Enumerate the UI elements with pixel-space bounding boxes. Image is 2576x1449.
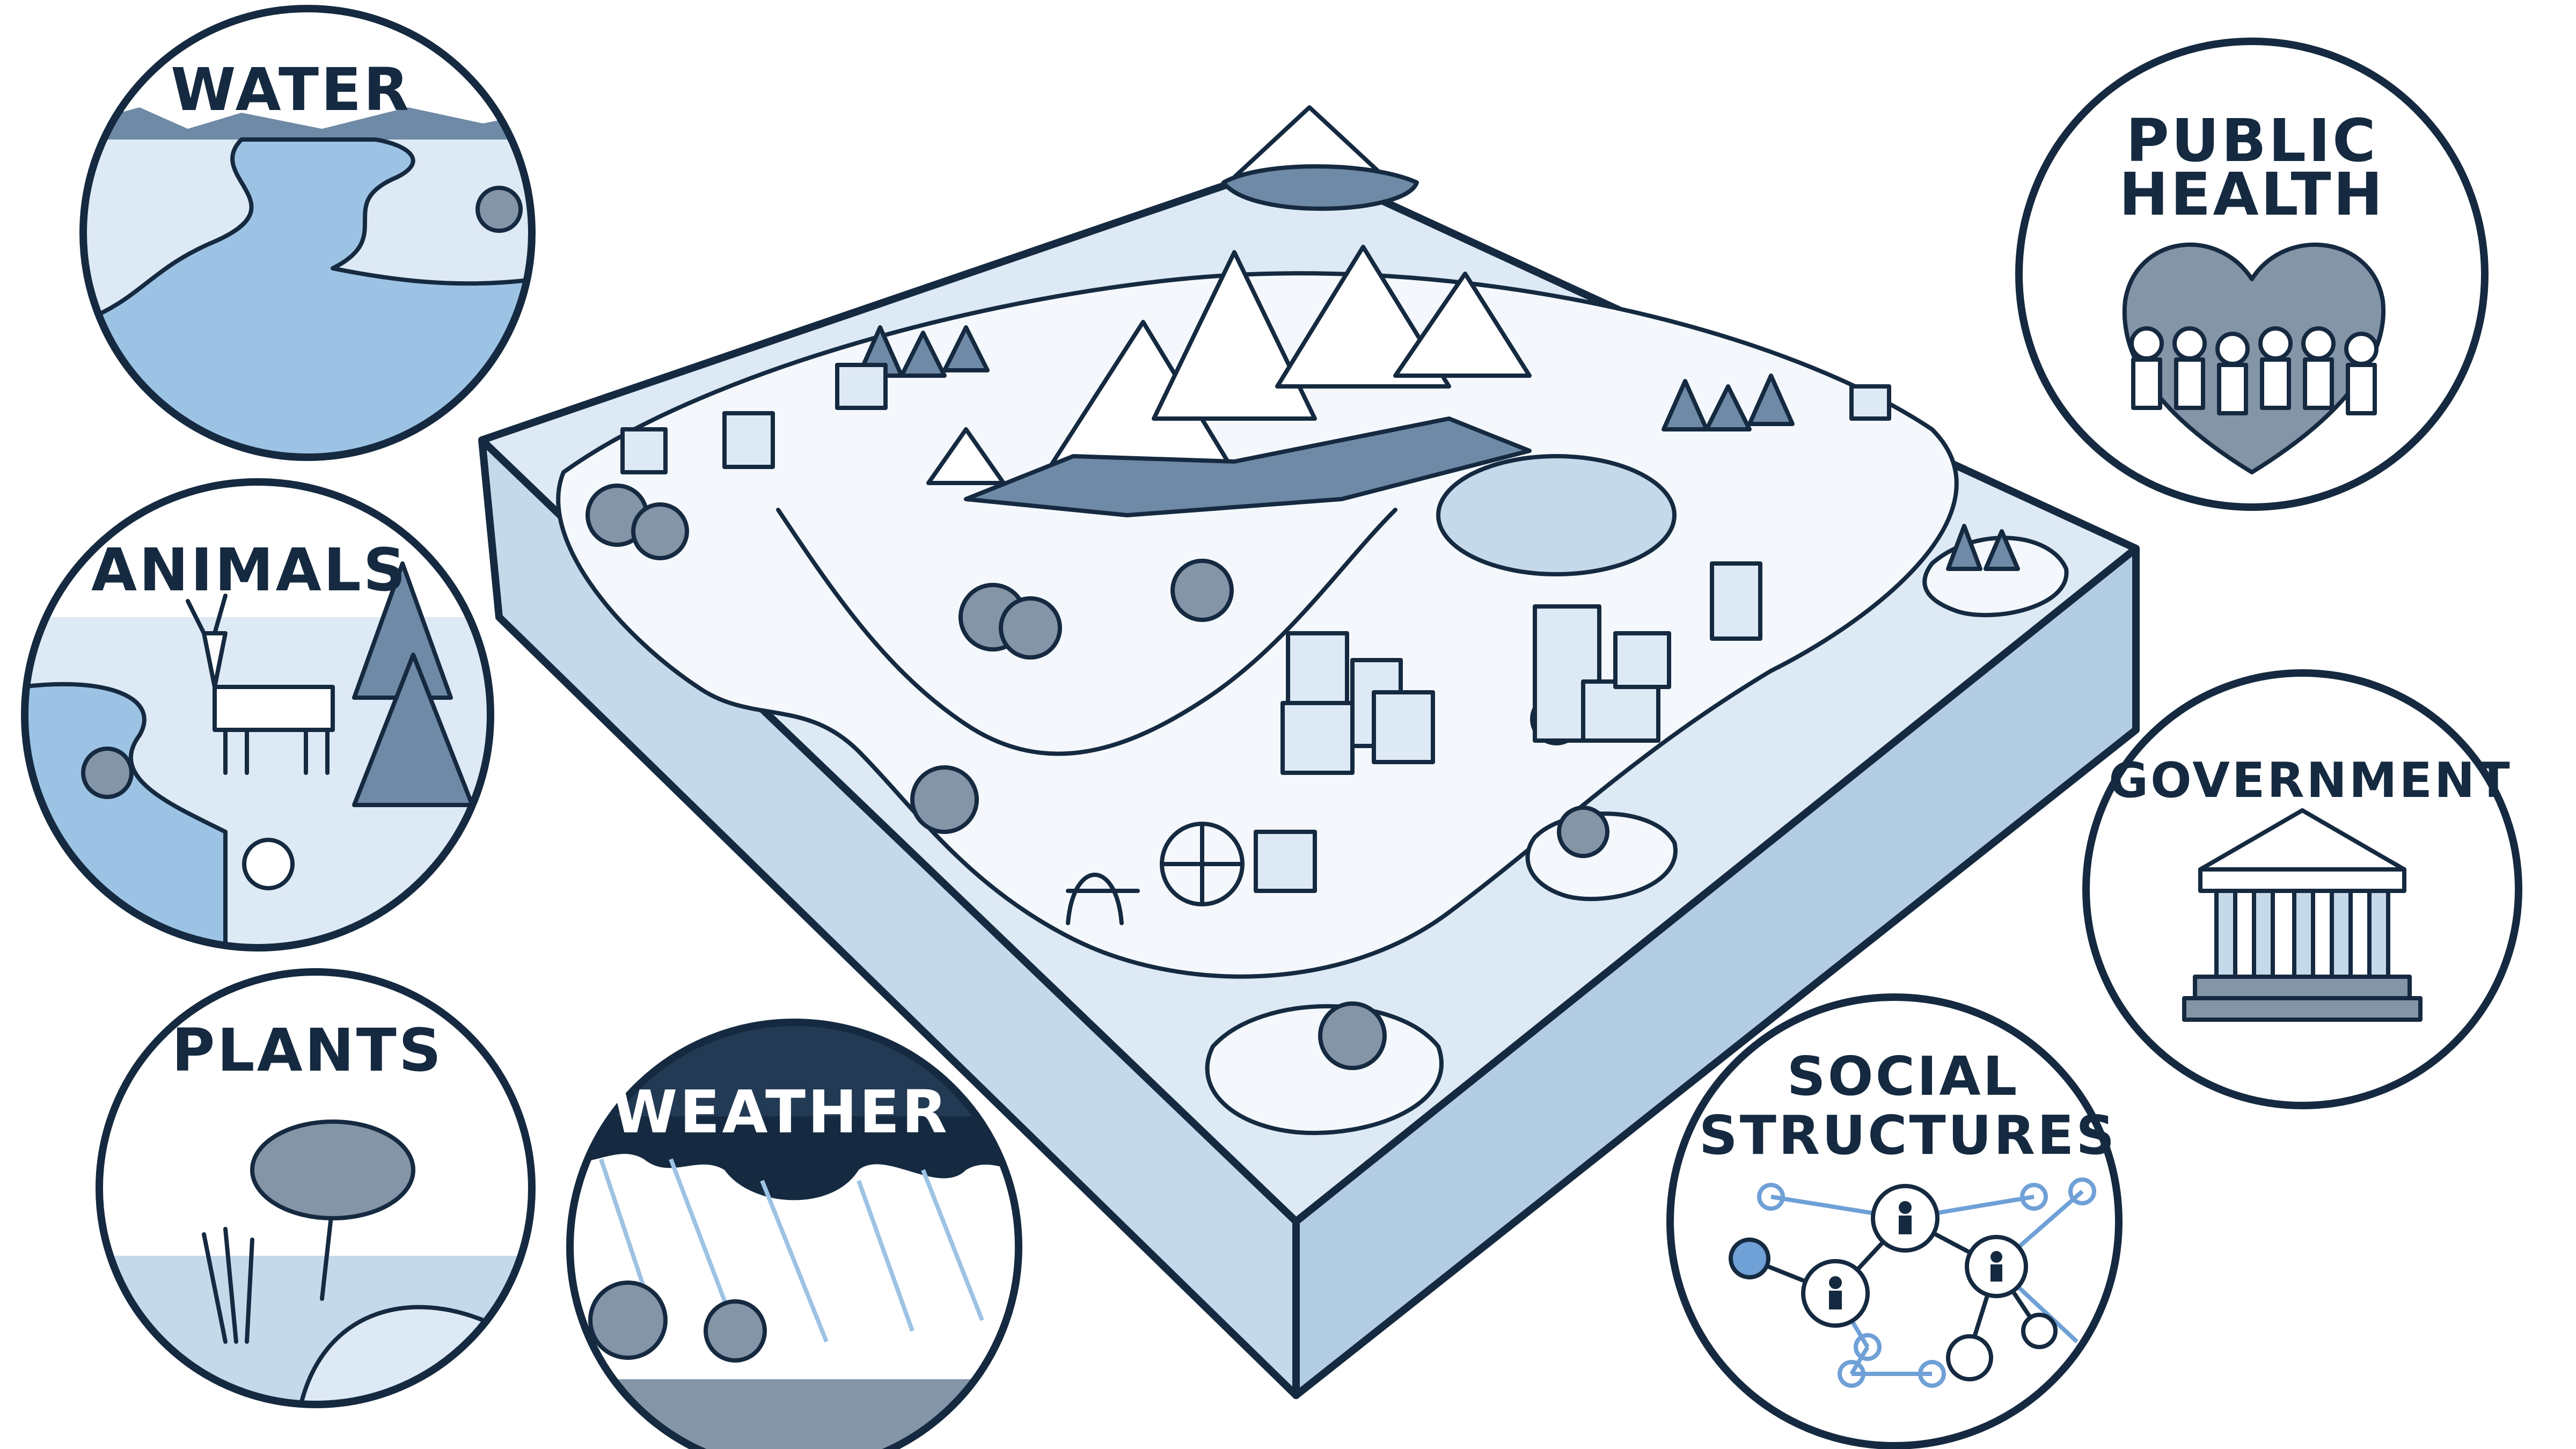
- topic-label-plants: PLANTS: [172, 1016, 443, 1085]
- squirrel-icon: [242, 838, 295, 890]
- landscape-block: [478, 105, 2140, 1399]
- fish-icon: [81, 747, 134, 799]
- tree-canopy: [250, 1119, 415, 1220]
- topic-label-public-health-line2: HEALTH: [2119, 160, 2384, 229]
- river-icon: [83, 107, 532, 457]
- topic-plants[interactable]: PLANTS: [96, 968, 537, 1417]
- animals-scene: [25, 561, 491, 948]
- network-icon: [1729, 1177, 2096, 1388]
- topic-weather[interactable]: WEATHER: [564, 1019, 1046, 1449]
- tree-icon: [352, 561, 474, 807]
- city-buildings: [620, 363, 1891, 893]
- lake: [1436, 454, 1677, 576]
- mountains: [926, 105, 1532, 517]
- topic-label-public-health-line1: PUBLIC: [2126, 106, 2378, 175]
- deer-icon: [186, 594, 335, 775]
- ferris-wheel: [1160, 822, 1245, 906]
- topic-animals[interactable]: ANIMALS: [21, 478, 504, 966]
- topic-label-water: WATER: [171, 55, 411, 124]
- topic-label-social-structures-line2: STRUCTURES: [1699, 1104, 2117, 1167]
- land-mass: [556, 271, 1959, 979]
- topic-label-government: GOVERNMENT: [2109, 752, 2512, 809]
- topic-social-structures[interactable]: SOCIAL STRUCTURES: [1666, 993, 2123, 1449]
- topic-government[interactable]: GOVERNMENT: [2082, 669, 2522, 1109]
- topic-label-weather: WEATHER: [612, 1078, 949, 1146]
- topic-label-animals: ANIMALS: [91, 536, 408, 604]
- people-row: [2129, 326, 2379, 415]
- river: [776, 508, 1397, 756]
- topic-label-social-structures-line1: SOCIAL: [1787, 1045, 2019, 1108]
- wheat-icon: [202, 1227, 254, 1344]
- bushes: [586, 484, 1609, 1070]
- topic-public-health[interactable]: PUBLIC HEALTH: [2015, 38, 2489, 511]
- topic-water[interactable]: WATER: [79, 5, 537, 483]
- government-building-icon: [2182, 808, 2423, 1022]
- roller-coaster: [1066, 873, 1140, 925]
